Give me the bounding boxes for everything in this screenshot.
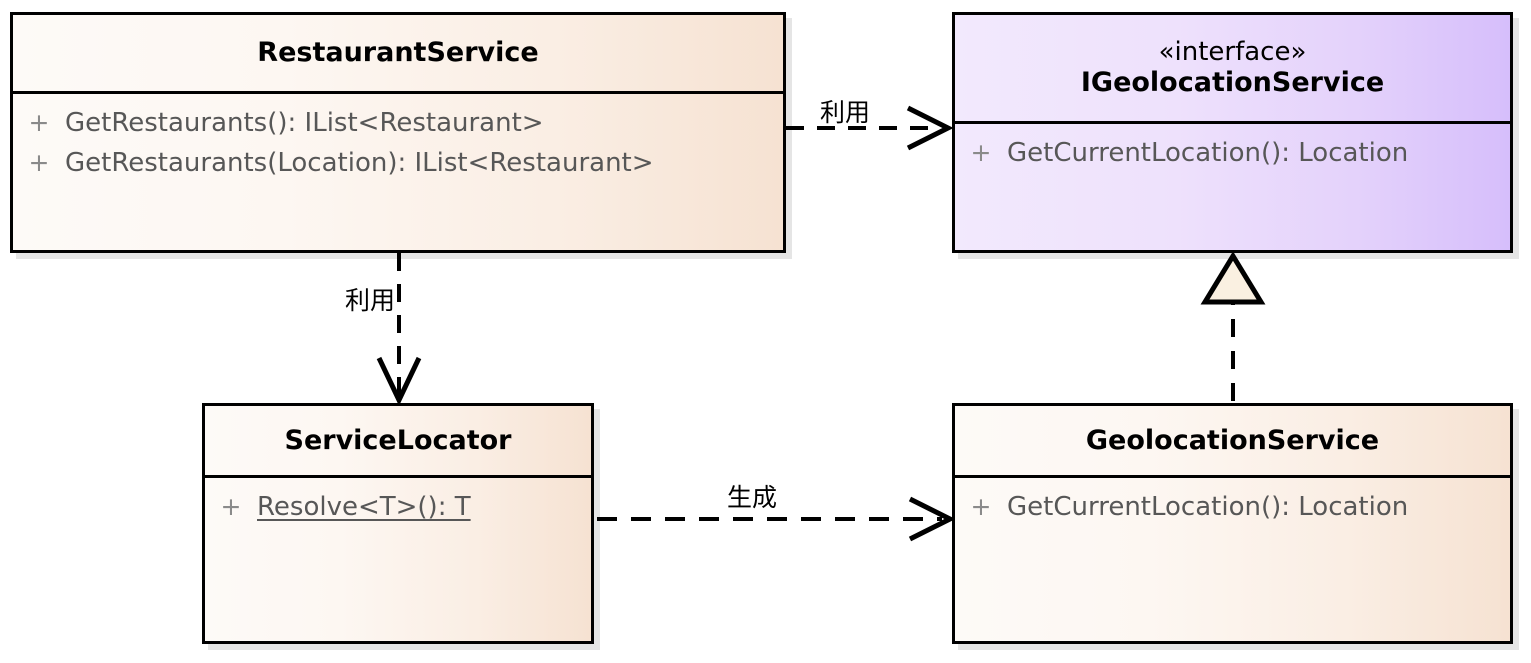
class-members-geolocation-service: + GetCurrentLocation(): Location bbox=[955, 478, 1510, 527]
relation-label-use-left: 利用 bbox=[345, 286, 396, 315]
class-members-restaurant-service: + GetRestaurants(): IList<Restaurant> + … bbox=[13, 94, 783, 183]
class-name-service-locator: ServiceLocator bbox=[284, 424, 512, 456]
member-row[interactable]: + GetRestaurants(): IList<Restaurant> bbox=[13, 103, 783, 143]
member-row[interactable]: + GetCurrentLocation(): Location bbox=[955, 487, 1510, 527]
open-arrowhead bbox=[376, 356, 422, 406]
relation-geolocation-realizes-igeolocation bbox=[1200, 251, 1266, 401]
member-signature: GetCurrentLocation(): Location bbox=[1007, 138, 1409, 168]
member-row[interactable]: + GetRestaurants(Location): IList<Restau… bbox=[13, 143, 783, 183]
member-visibility: + bbox=[28, 108, 50, 137]
member-signature: GetCurrentLocation(): Location bbox=[1007, 492, 1409, 522]
class-header-igeolocation-service: «interface» IGeolocationService bbox=[955, 15, 1510, 124]
open-arrowhead bbox=[906, 105, 954, 151]
class-box-igeolocation-service[interactable]: «interface» IGeolocationService + GetCur… bbox=[952, 12, 1513, 253]
relation-label-create: 生成 bbox=[727, 483, 778, 512]
member-signature-static: Resolve<T>(): T bbox=[257, 492, 471, 522]
member-signature: GetRestaurants(Location): IList<Restaura… bbox=[65, 148, 654, 178]
relation-label-use-top: 利用 bbox=[820, 98, 871, 127]
relation-restaurant-uses-servicelocator bbox=[376, 253, 422, 406]
class-stereotype-igeolocation-service: «interface» bbox=[1158, 36, 1307, 67]
class-header-geolocation-service: GeolocationService bbox=[955, 406, 1510, 478]
class-header-restaurant-service: RestaurantService bbox=[13, 15, 783, 94]
class-header-service-locator: ServiceLocator bbox=[205, 406, 591, 478]
member-visibility: + bbox=[970, 138, 992, 167]
class-name-restaurant-service: RestaurantService bbox=[257, 37, 539, 69]
member-visibility: + bbox=[220, 492, 242, 521]
open-arrowhead bbox=[908, 496, 956, 542]
class-members-igeolocation-service: + GetCurrentLocation(): Location bbox=[955, 124, 1510, 173]
member-visibility: + bbox=[28, 148, 50, 177]
class-box-geolocation-service[interactable]: GeolocationService + GetCurrentLocation(… bbox=[952, 403, 1513, 644]
member-signature: GetRestaurants(): IList<Restaurant> bbox=[65, 108, 544, 138]
member-row[interactable]: + GetCurrentLocation(): Location bbox=[955, 133, 1510, 173]
class-name-igeolocation-service: IGeolocationService bbox=[1080, 67, 1385, 99]
class-box-restaurant-service[interactable]: RestaurantService + GetRestaurants(): IL… bbox=[10, 12, 786, 253]
hollow-triangle-arrowhead bbox=[1200, 251, 1266, 305]
member-row[interactable]: + Resolve<T>(): T bbox=[205, 487, 591, 527]
class-box-service-locator[interactable]: ServiceLocator + Resolve<T>(): T bbox=[202, 403, 594, 644]
member-visibility: + bbox=[970, 492, 992, 521]
class-name-geolocation-service: GeolocationService bbox=[1085, 424, 1380, 456]
class-members-service-locator: + Resolve<T>(): T bbox=[205, 478, 591, 527]
